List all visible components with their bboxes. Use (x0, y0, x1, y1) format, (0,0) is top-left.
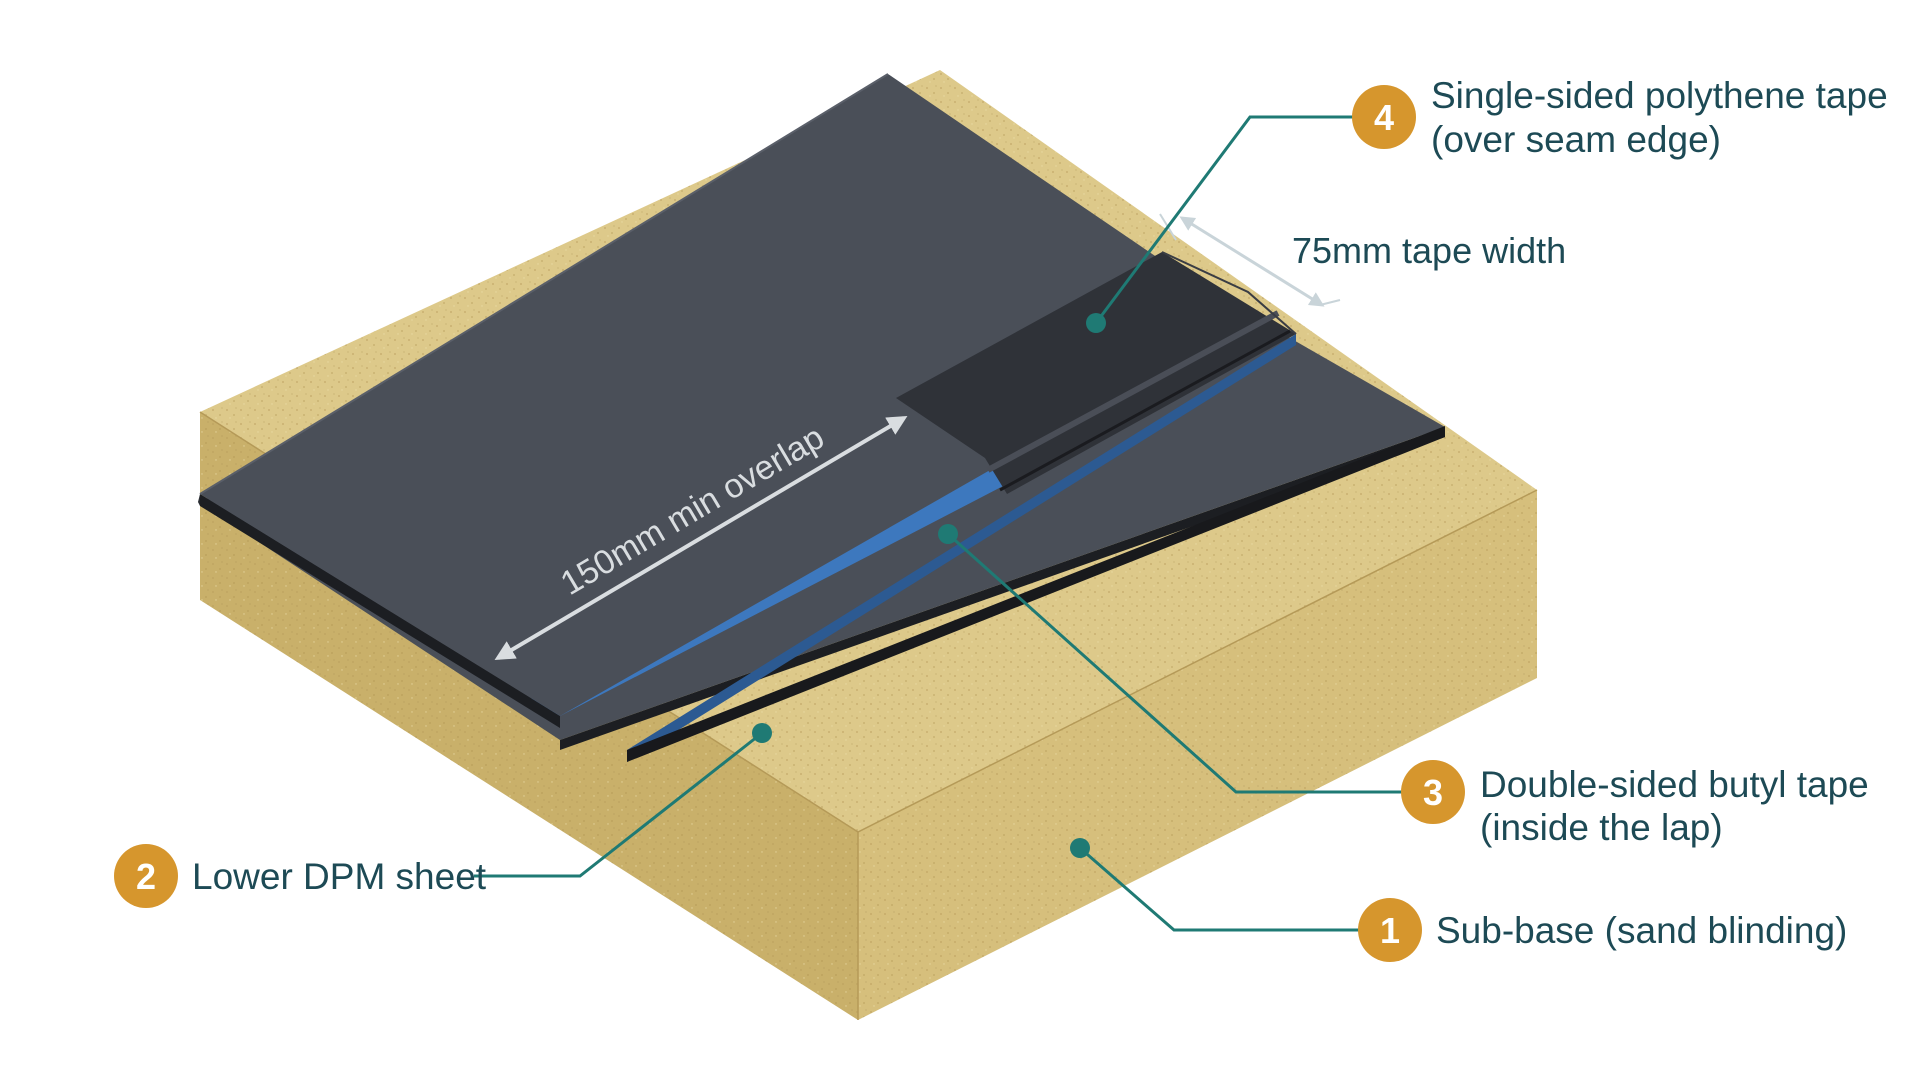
callout-1: 1 Sub-base (sand blinding) (1070, 838, 1847, 962)
svg-text:3: 3 (1423, 772, 1443, 813)
overlap-dimension-arrow (494, 415, 908, 661)
callout-3-badge (1401, 760, 1465, 824)
callout-3-label-line1: Double-sided butyl tape (1480, 764, 1869, 805)
upper-dpm-sheet (198, 73, 1164, 728)
callout-1-badge (1358, 898, 1422, 962)
svg-text:4: 4 (1374, 97, 1394, 138)
lower-dpm-front-strip (627, 426, 1445, 762)
callout-2-anchor-dot (752, 723, 772, 743)
callout-3-anchor-dot (938, 524, 958, 544)
upper-dpm-sheet-edge (200, 494, 560, 728)
callout-4: 4 Single-sided polythene tape (over seam… (1086, 75, 1888, 333)
svg-text:2: 2 (136, 856, 156, 897)
callout-1-anchor-dot (1070, 838, 1090, 858)
callout-2-leader (474, 731, 763, 878)
callout-2: 2 Lower DPM sheet (114, 723, 772, 908)
callout-2-badge (114, 844, 178, 908)
callout-4-anchor-dot (1086, 313, 1106, 333)
callout-4-label-line2: (over seam edge) (1431, 119, 1721, 160)
callout-4-leader (1094, 115, 1356, 324)
callout-3-label-line2: (inside the lap) (1480, 807, 1723, 848)
callout-1-label: Sub-base (sand blinding) (1436, 910, 1847, 951)
callout-3-leader (946, 532, 1404, 794)
callout-1-leader (1079, 846, 1362, 932)
tape-width-dimension: 75mm tape width (1159, 213, 1566, 307)
callout-4-label-line1: Single-sided polythene tape (1431, 75, 1888, 116)
polythene-tape-surface (896, 252, 1296, 494)
callout-2-label: Lower DPM sheet (192, 856, 487, 897)
tape-width-dimension-arrow (1179, 216, 1325, 307)
callout-3: 3 Double-sided butyl tape (inside the la… (938, 524, 1869, 848)
tape-width-dimension-label: 75mm tape width (1292, 230, 1566, 271)
callout-4-badge (1352, 85, 1416, 149)
upper-dpm-sheet-surface (200, 74, 1164, 716)
svg-text:1: 1 (1380, 910, 1400, 951)
